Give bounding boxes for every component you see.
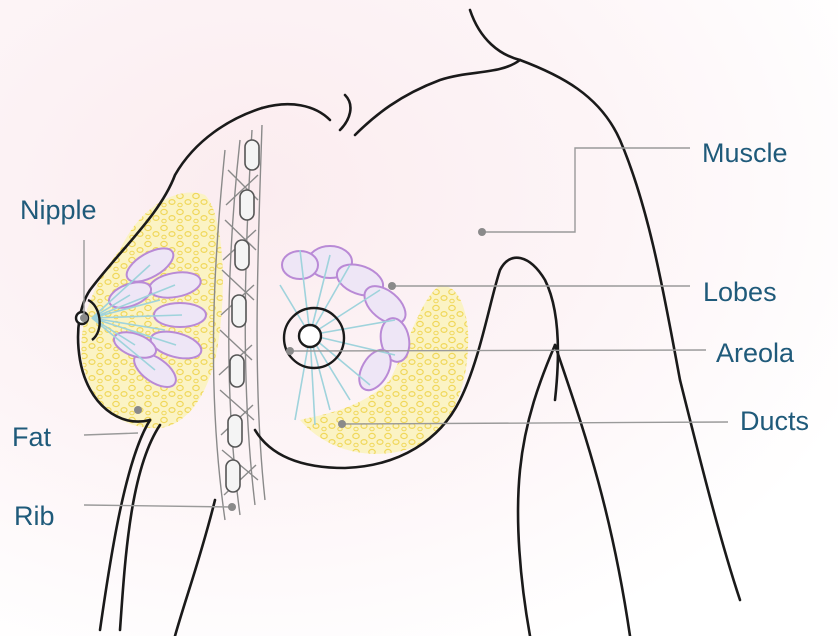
side-view	[76, 104, 330, 636]
front-view	[255, 10, 740, 636]
label-ducts: Ducts	[740, 408, 809, 435]
label-nipple: Nipple	[20, 197, 97, 224]
ribs	[226, 140, 259, 492]
leader-muscle	[482, 148, 690, 232]
label-muscle: Muscle	[702, 140, 788, 167]
leader-rib	[84, 505, 232, 507]
leader-fat	[84, 433, 138, 435]
label-lobes: Lobes	[703, 279, 777, 306]
label-fat: Fat	[12, 424, 51, 451]
leader-areola	[290, 350, 706, 351]
front-nipple	[299, 325, 321, 347]
label-rib: Rib	[14, 503, 55, 530]
label-areola: Areola	[716, 340, 794, 367]
